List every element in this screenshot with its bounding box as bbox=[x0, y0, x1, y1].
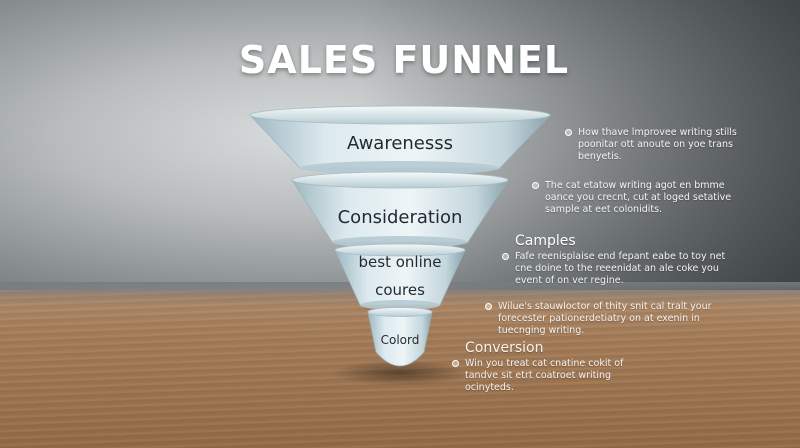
funnel-stage-courses-rim bbox=[334, 243, 466, 257]
annotation-line: sample at eet colonidits. bbox=[545, 204, 663, 215]
annotation-line: benyetis. bbox=[578, 151, 622, 162]
annotation-heading: Conversion bbox=[465, 340, 544, 356]
stage-label-courses-line2: coures bbox=[375, 281, 425, 299]
funnel-stage-conversion bbox=[367, 311, 433, 367]
annotation-camples: Camples Fafe reenisplaise end fepant eab… bbox=[502, 233, 755, 287]
annotation-conversion: Conversion Win you treat cat cnatine cok… bbox=[452, 340, 705, 394]
annotation-heading: Camples bbox=[515, 233, 576, 249]
annotation-line: How thave lmprovee writing stills bbox=[578, 127, 737, 138]
annotation-writing: Wilue's stauwloctor of thity snit cal tr… bbox=[485, 301, 758, 337]
annotation-line: forecester pationerdetiatry on at exenin… bbox=[498, 313, 700, 324]
bullet-dot-icon bbox=[485, 303, 492, 310]
annotation-line: cne doine to the reeenidat an ale coke y… bbox=[515, 263, 719, 274]
stage-label-courses-line1: best online bbox=[358, 253, 442, 271]
annotation-line: Win you treat cat cnatine cokit of bbox=[465, 358, 624, 369]
stage-label-consideration: Consideration bbox=[337, 207, 463, 228]
annotation-line: oance you crecnt, cut at loged setative bbox=[545, 192, 732, 203]
bullet-dot-icon bbox=[565, 129, 572, 136]
stage-label-awareness: Awarenesss bbox=[346, 133, 454, 154]
annotation-consideration: The cat etatow writing agot en bmme oanc… bbox=[532, 180, 765, 216]
stage-label-conversion: Colord bbox=[380, 333, 420, 347]
funnel-stage-courses-base bbox=[360, 300, 440, 310]
funnel-stage-awareness-rim bbox=[249, 105, 551, 125]
annotation-line: ocinyteds. bbox=[465, 382, 514, 393]
bullet-dot-icon bbox=[502, 253, 509, 260]
annotation-line: Fafe reenisplaise end fepant eabe to toy… bbox=[515, 251, 726, 262]
annotation-line: The cat etatow writing agot en bmme bbox=[545, 180, 725, 191]
annotation-line: poonitar ott anoute on yoe trans bbox=[578, 139, 733, 150]
bullet-dot-icon bbox=[452, 360, 459, 367]
funnel-stage-conversion-rim bbox=[367, 307, 433, 317]
annotation-awareness: How thave lmprovee writing stills poonit… bbox=[565, 127, 778, 163]
annotation-line: Wilue's stauwloctor of thity snit cal tr… bbox=[498, 301, 712, 312]
funnel-stage-consideration-rim bbox=[291, 171, 509, 189]
annotation-line: tandve sit etrt coatroet writing bbox=[465, 370, 612, 381]
funnel-stage-awareness-base bbox=[300, 161, 500, 175]
annotation-line: event of on ver regine. bbox=[515, 275, 624, 286]
bullet-dot-icon bbox=[532, 182, 539, 189]
diagram-title: SALES FUNNEL bbox=[238, 38, 570, 82]
annotation-line: tuecnging writing. bbox=[498, 325, 585, 336]
